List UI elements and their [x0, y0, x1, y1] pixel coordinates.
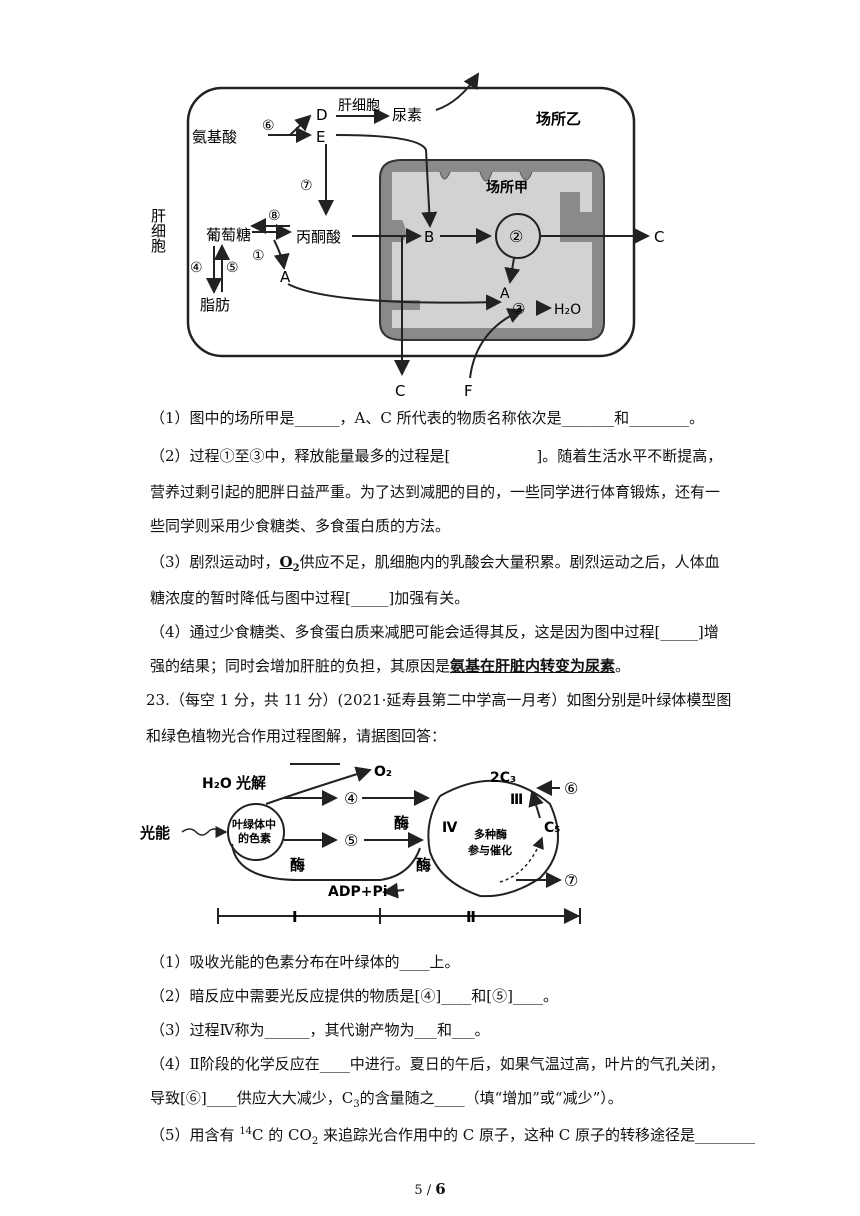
label-c-right: C [654, 228, 664, 246]
label-c5: C₅ [544, 820, 560, 836]
q22-part4-line1: （4）通过少食糖类、多食蛋白质来减肥可能会适得其反，这是因为图中过程[_____… [150, 623, 719, 641]
label-c-bottom: C [395, 382, 405, 400]
label-liver-cell-arrow: 肝细胞 [338, 98, 380, 114]
photosynthesis-diagram: H₂O 光解 O₂ ④ 酶 2C₃ Ⅲ ⑥ 光能 叶绿体中 的色素 ⑤ Ⅳ 多种… [140, 763, 610, 932]
label-a1: A [280, 268, 291, 286]
label-n2: ② [509, 227, 523, 246]
q22-part1: （1）图中的场所甲是______，A、C 所代表的物质名称依次是_______和… [150, 409, 705, 427]
label-iv: Ⅳ [442, 820, 458, 836]
label-n6-fig2: ⑥ [564, 779, 578, 798]
label-glucose: 葡萄糖 [206, 226, 251, 244]
q23-part1: （1）吸收光能的色素分布在叶绿体的____上。 [150, 953, 460, 971]
label-iii: Ⅲ [510, 792, 523, 808]
label-enzyme-right: 酶 [416, 856, 431, 874]
label-fat: 脂肪 [200, 296, 230, 314]
label-e: E [316, 128, 325, 146]
label-stage1: Ⅰ [292, 908, 298, 926]
label-o2: O₂ [374, 764, 392, 780]
label-c3: 2C₃ [490, 770, 516, 786]
label-b: B [424, 228, 434, 246]
label-f: F [464, 382, 473, 400]
liver-cell-metabolism-diagram: 氨基酸 ⑥ D E 肝细胞 尿素 场所乙 ⑦ 场所甲 ⑧ 葡萄糖 丙酮酸 B ②… [149, 72, 664, 400]
q22-part3-line2: 糖浓度的暂时降低与图中过程[_____]加强有关。 [150, 589, 470, 607]
label-d: D [316, 106, 328, 124]
label-n5-fig2: ⑤ [344, 831, 358, 850]
q23-part3: （3）过程Ⅳ称为______，其代谢产物为___和___。 [150, 1021, 490, 1039]
label-enzyme-left: 酶 [290, 856, 305, 874]
label-n5: ⑤ [226, 260, 239, 276]
label-enzyme-top: 酶 [394, 814, 409, 832]
label-h2o: H₂O [202, 776, 232, 792]
q23-heading: 23.（每空 1 分，共 11 分）(2021·延寿县第二中学高一月考）如图分别… [146, 691, 732, 709]
q22-part3-line1: （3）剧烈运动时，O2供应不足，肌细胞内的乳酸会大量积累。剧烈运动之后，人体血 [150, 553, 720, 574]
label-n7-fig2: ⑦ [564, 871, 578, 890]
label-n6: ⑥ [262, 118, 275, 134]
label-site-a: 场所甲 [486, 179, 528, 196]
label-water: H₂O [554, 302, 581, 318]
q22-part4-line2: 强的结果；同时会增加肝脏的负担，其原因是氨基在肝脏内转变为尿素。 [150, 657, 631, 675]
label-light-energy: 光能 [140, 824, 170, 842]
label-site-b: 场所乙 [536, 110, 581, 128]
label-urea: 尿素 [392, 106, 422, 124]
page-number: 5 / 6 [414, 1180, 446, 1198]
label-n7: ⑦ [300, 178, 313, 194]
label-n3: ③ [512, 300, 525, 318]
q23-heading-line2: 和绿色植物光合作用过程图解，请据图回答： [146, 727, 447, 745]
label-liver-cell-side: 肝细胞 [149, 208, 167, 254]
q23-part4-line2: 导致[⑥]____供应大大减少，C3的含量随之____（填“增加”或“减少”）。 [150, 1089, 623, 1110]
label-multi-enzyme-2: 参与催化 [468, 843, 512, 857]
label-pigment-line2: 的色素 [238, 831, 271, 845]
label-amino-acid: 氨基酸 [192, 128, 237, 146]
q23-part4-line1: （4）Ⅱ阶段的化学反应在____中进行。夏日的午后，如果气温过高，叶片的气孔关闭… [150, 1055, 725, 1073]
label-n8: ⑧ [268, 208, 281, 224]
q23-part5: （5）用含有 14C 的 CO2 来追踪光合作用中的 C 原子，这种 C 原子的… [150, 1126, 756, 1147]
q22-part2-line2: 营养过剩引起的肥胖日益严重。为了达到减肥的目的，一些同学进行体育锻炼，还有一 [150, 483, 721, 501]
q22-part2-line3: 些同学则采用少食糖类、多食蛋白质的方法。 [150, 517, 451, 535]
q22-answer-highlight: 氨基在肝脏内转变为尿素 [450, 657, 616, 675]
label-n1: ① [252, 248, 265, 264]
chloroplast-pigment-circle [227, 803, 285, 861]
q23-part2: （2）暗反应中需要光反应提供的物质是[④]____和[⑤]____。 [150, 987, 558, 1005]
label-n4: ④ [190, 260, 203, 276]
label-pigment-line1: 叶绿体中 [232, 817, 276, 831]
q22-part2-line1: （2）过程①至③中，释放能量最多的过程是[]。随着生活水平不断提高， [150, 447, 723, 465]
label-multi-enzyme-1: 多种酶 [474, 827, 507, 841]
label-adp: ADP+Pi [328, 884, 388, 900]
label-photolysis: 光解 [235, 774, 266, 792]
label-n4-fig2: ④ [344, 789, 358, 808]
label-pyruvate: 丙酮酸 [296, 228, 341, 246]
label-a2: A [500, 286, 510, 302]
label-stage2: Ⅱ [466, 908, 476, 926]
